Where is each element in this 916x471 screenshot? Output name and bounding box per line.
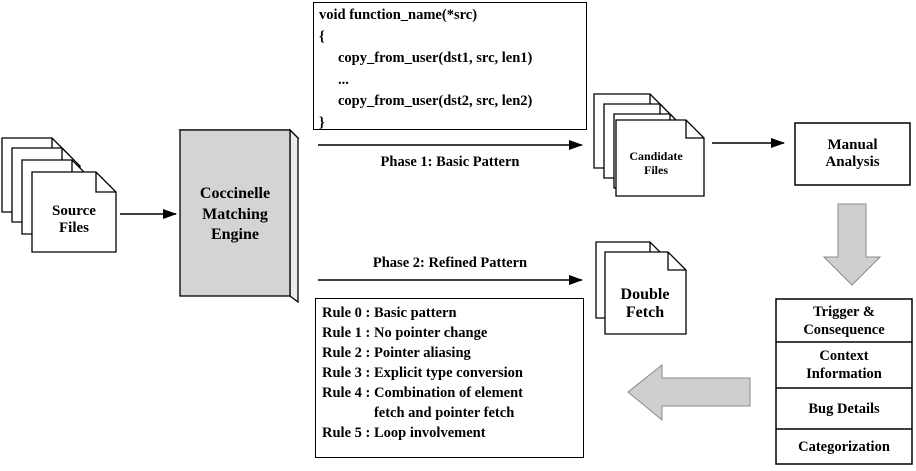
double-fetch-icon bbox=[595, 241, 687, 335]
rule-item: Rule 4 : Combination of element fetch an… bbox=[322, 383, 583, 423]
rule-id: Rule 2 : bbox=[322, 345, 371, 361]
rule-text: No pointer change bbox=[373, 325, 488, 341]
rule-item: Rule 5 : Loop involvement bbox=[322, 423, 583, 443]
rule-text: Basic pattern bbox=[373, 305, 457, 321]
code-line: ... bbox=[338, 71, 349, 88]
engine-box bbox=[178, 128, 300, 304]
code-line: { bbox=[319, 28, 325, 45]
left-block-arrow bbox=[627, 363, 751, 422]
down-block-arrow bbox=[822, 203, 882, 286]
rule-id: Rule 5 : bbox=[322, 425, 371, 441]
category-trigger-consequence: Trigger &Consequence bbox=[803, 303, 885, 338]
rule-text: Pointer aliasing bbox=[373, 345, 471, 361]
categories-table bbox=[775, 298, 913, 465]
rule-text: Combination of element fetch and pointer… bbox=[373, 385, 523, 421]
code-line: void function_name(*src) bbox=[319, 7, 478, 23]
category-categorization: Categorization bbox=[798, 438, 890, 455]
code-line: copy_from_user(dst1, src, len1) bbox=[338, 50, 533, 66]
rule-id: Rule 0 : bbox=[322, 305, 371, 321]
rule-text: Explicit type conversion bbox=[373, 365, 523, 381]
rules-box: Rule 0 : Basic pattern Rule 1 : No point… bbox=[315, 298, 584, 458]
rule-item: Rule 1 : No pointer change bbox=[322, 323, 583, 343]
rule-id: Rule 4 : bbox=[322, 385, 371, 401]
source-files-icon bbox=[1, 137, 117, 253]
rule-id: Rule 1 : bbox=[322, 325, 371, 341]
candidate-files-icon bbox=[593, 93, 705, 197]
rule-id: Rule 3 : bbox=[322, 365, 371, 381]
category-bug-details: Bug Details bbox=[808, 400, 880, 417]
manual-analysis-box bbox=[794, 122, 911, 186]
rule-text: Loop involvement bbox=[373, 425, 486, 441]
rule-item: Rule 2 : Pointer aliasing bbox=[322, 343, 583, 363]
phase2-label: Phase 2: Refined Pattern bbox=[372, 254, 528, 271]
phase1-label: Phase 1: Basic Pattern bbox=[380, 153, 520, 170]
code-line: } bbox=[319, 114, 325, 131]
code-line: copy_from_user(dst2, src, len2) bbox=[338, 93, 533, 109]
rule-item: Rule 3 : Explicit type conversion bbox=[322, 363, 583, 383]
rule-item: Rule 0 : Basic pattern bbox=[322, 303, 583, 323]
code-snippet-box: void function_name(*src) { copy_from_use… bbox=[313, 2, 587, 131]
